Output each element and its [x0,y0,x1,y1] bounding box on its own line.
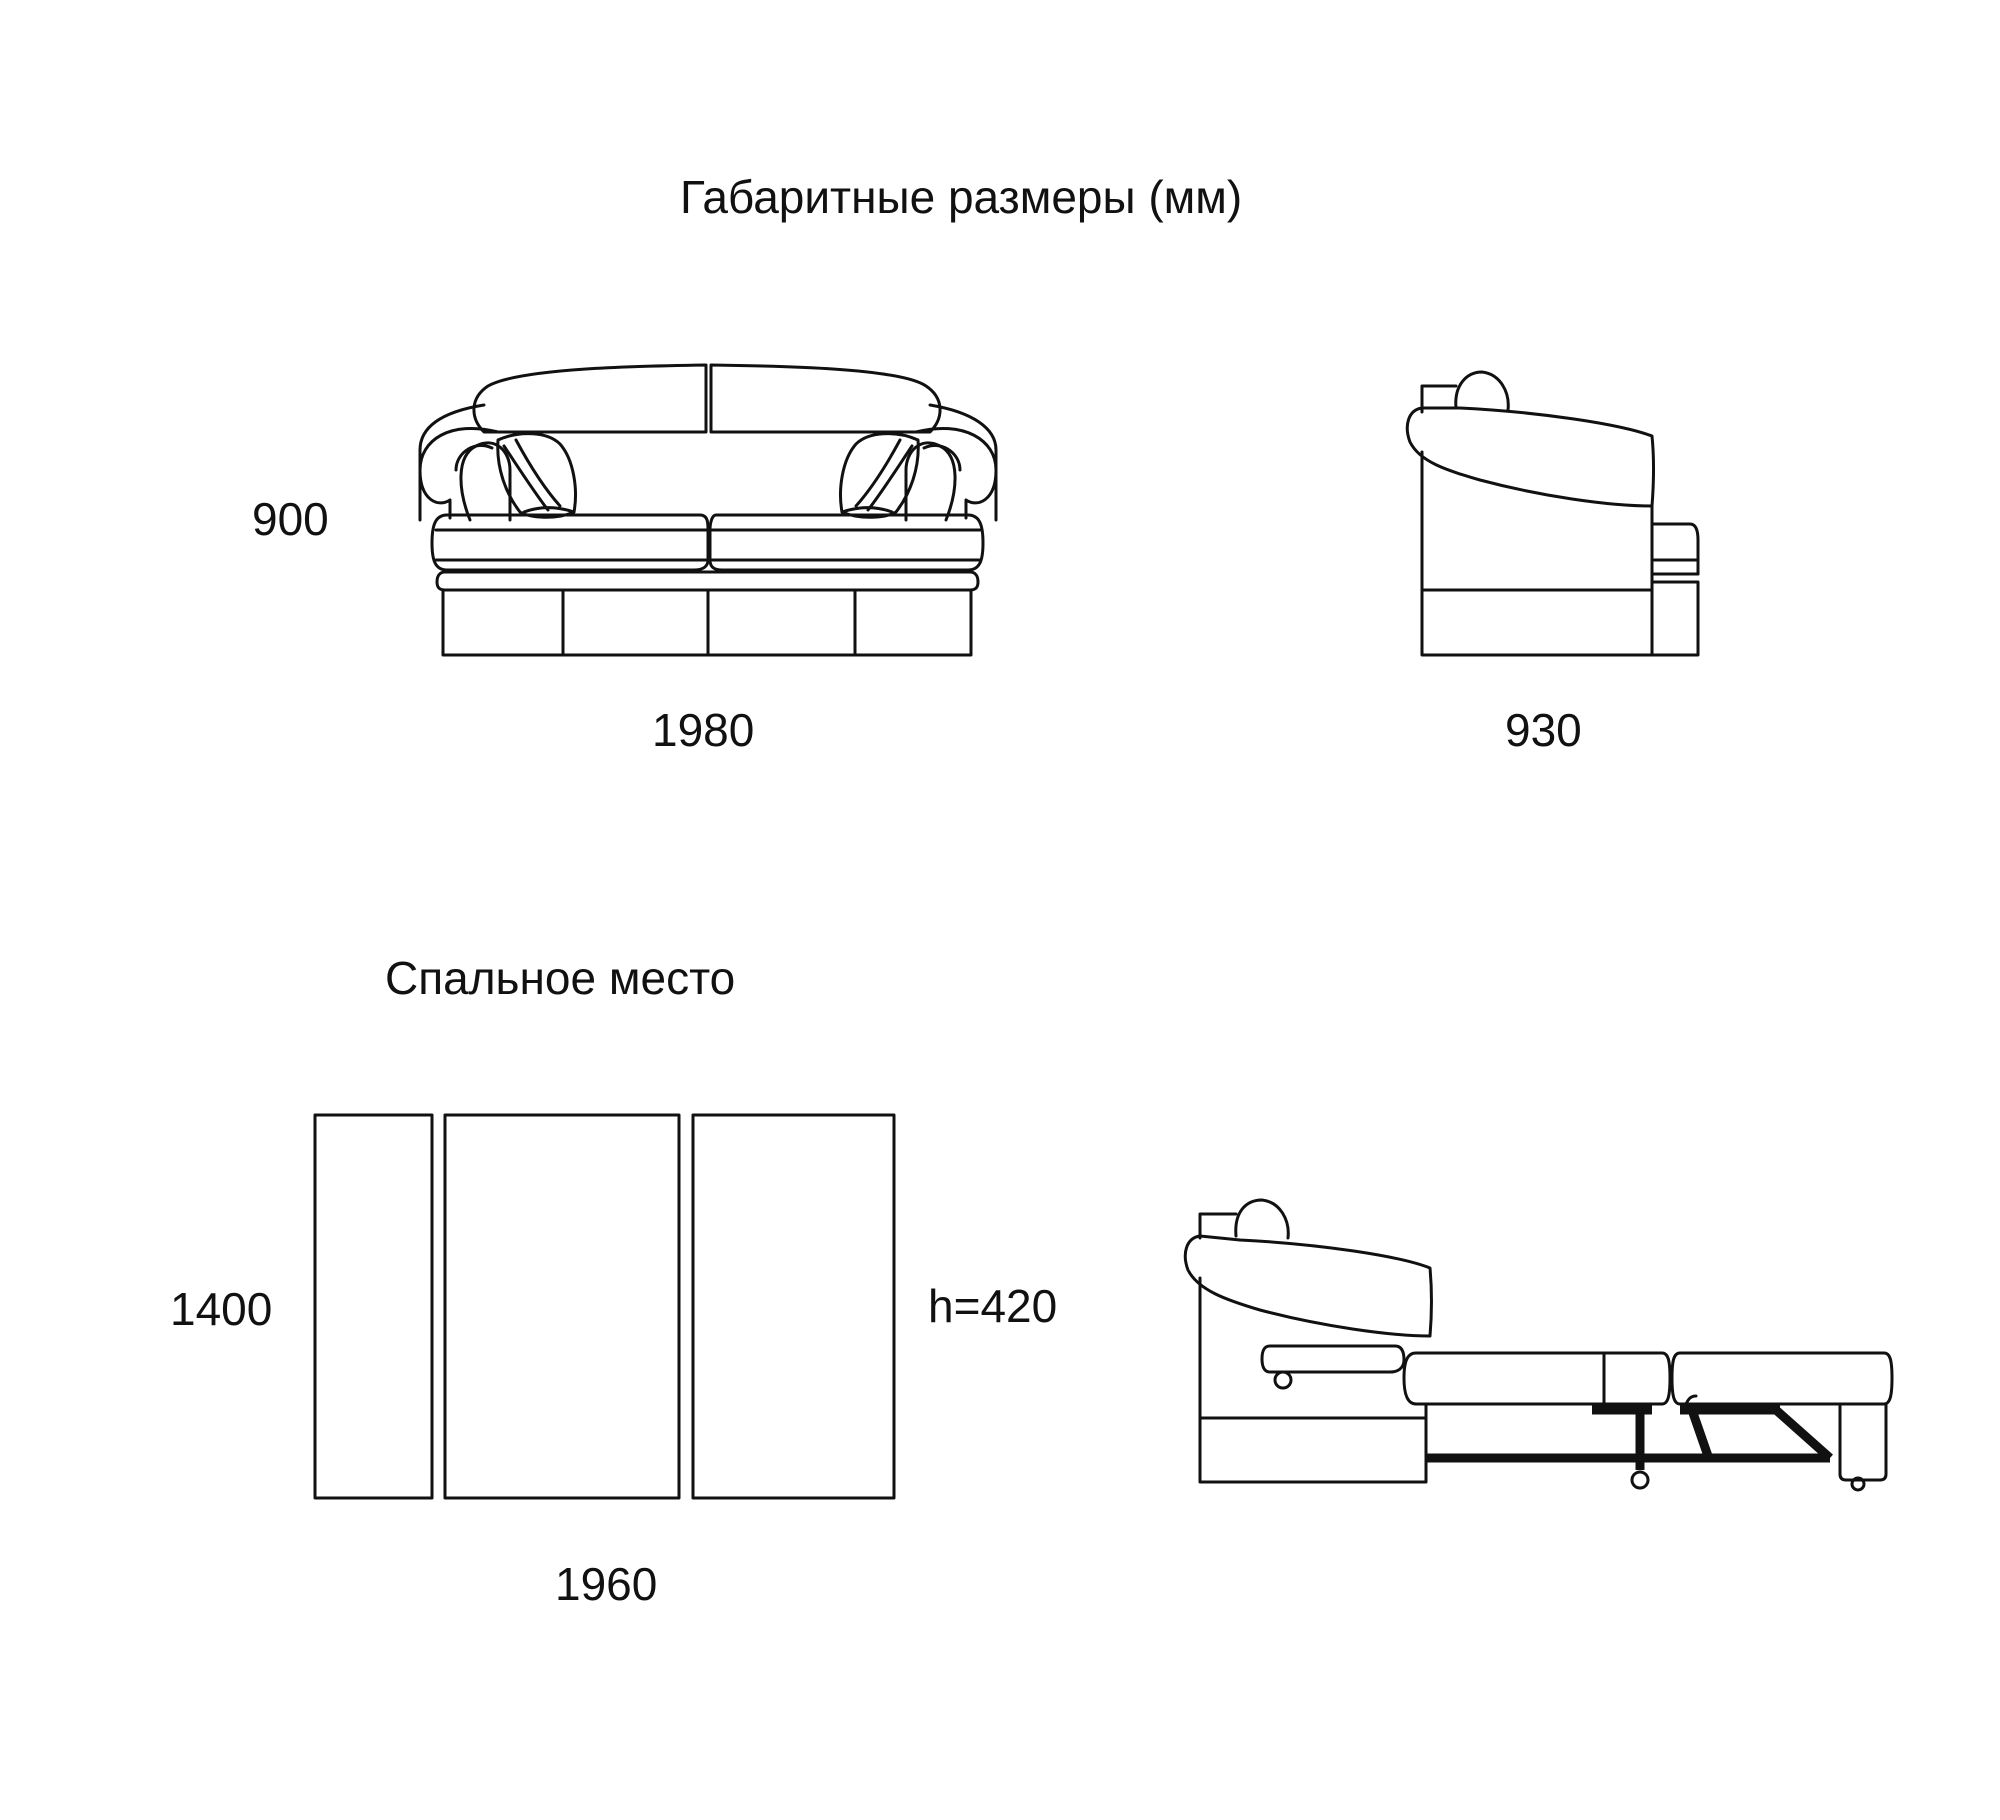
bed-width-label: 1400 [170,1283,273,1335]
sofa-side-view [1407,372,1698,655]
sleeping-area-title: Спальное место [385,952,736,1004]
sofa-front-view [420,365,996,655]
unfolded-sofa-side-view [1185,1200,1892,1490]
sofa-width-label: 1980 [652,704,755,756]
sofa-height-label: 900 [252,493,329,545]
bed-length-label: 1960 [555,1558,658,1610]
overall-dimensions-title: Габаритные размеры (мм) [680,171,1243,223]
bed-top-view [315,1115,894,1498]
bed-height-label: h=420 [928,1280,1058,1332]
sofa-depth-label: 930 [1505,704,1582,756]
folding-mechanism [1426,1410,1830,1470]
